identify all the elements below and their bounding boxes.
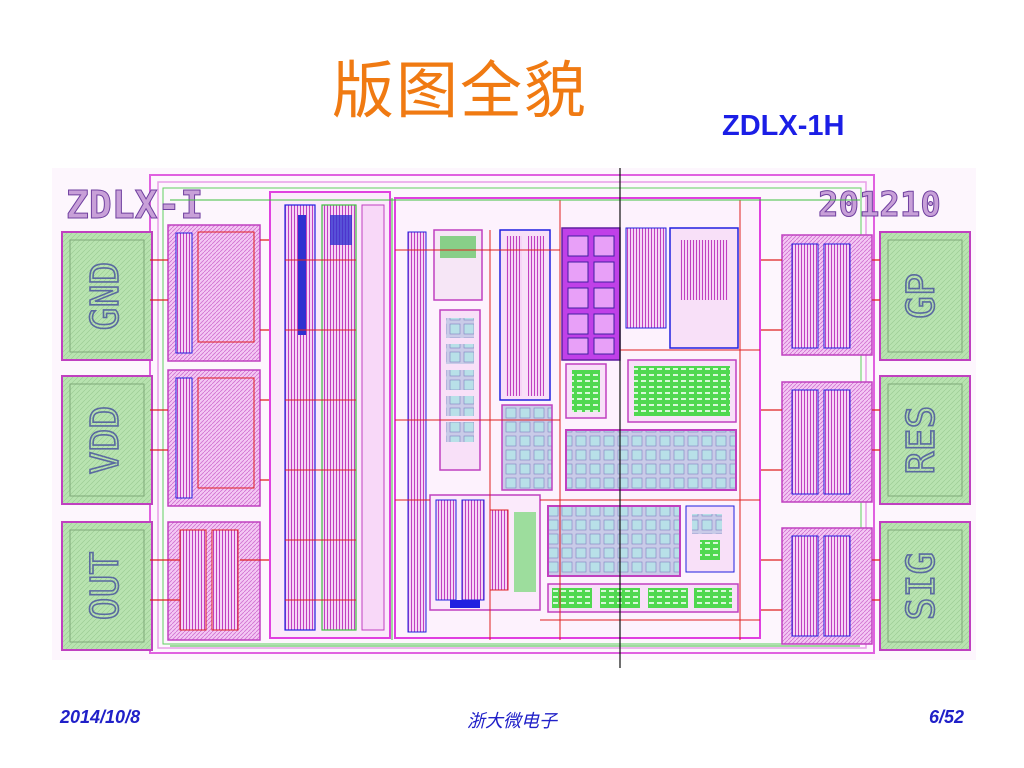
footer-org: 浙大微电子 — [467, 711, 557, 732]
pad-gp: GP — [879, 231, 971, 361]
pad-label-sig: SIG — [899, 552, 943, 621]
chip-id-label: ZDLX-1H — [722, 110, 845, 142]
pad-out: OUT — [61, 521, 153, 651]
slide-title: 版图全貌 — [331, 54, 588, 127]
pad-res: RES — [879, 375, 971, 505]
pad-label-gnd: GND — [83, 262, 127, 331]
green-arrays — [565, 359, 737, 423]
internal-routing — [395, 200, 760, 640]
die-label-top-left: ZDLX-I — [66, 183, 203, 227]
pad-label-gp: GP — [899, 273, 943, 319]
right-driver-blocks — [781, 234, 873, 645]
pad-label-out: OUT — [83, 552, 127, 621]
cell-array-middle — [565, 429, 737, 491]
bottom-green-bars — [547, 505, 739, 613]
pad-routing — [150, 239, 880, 611]
left-driver-blocks — [167, 224, 261, 641]
cell-array-bottom — [547, 505, 681, 577]
footer-date: 2014/10/8 — [60, 707, 141, 727]
footer-page-number: 6/52 — [928, 707, 964, 727]
bottom-logic — [429, 494, 541, 611]
pad-label-vdd: VDD — [83, 406, 127, 475]
logic-column-center — [394, 197, 761, 639]
die-outline — [52, 168, 976, 660]
pad-gnd: GND — [61, 231, 153, 361]
die-label-top-right: 201210 — [818, 185, 941, 225]
pad-sig: SIG — [879, 521, 971, 651]
pad-label-res: RES — [899, 406, 943, 475]
logic-column-left — [269, 191, 391, 639]
pad-vdd: VDD — [61, 375, 153, 505]
purple-cell-array — [561, 227, 739, 361]
